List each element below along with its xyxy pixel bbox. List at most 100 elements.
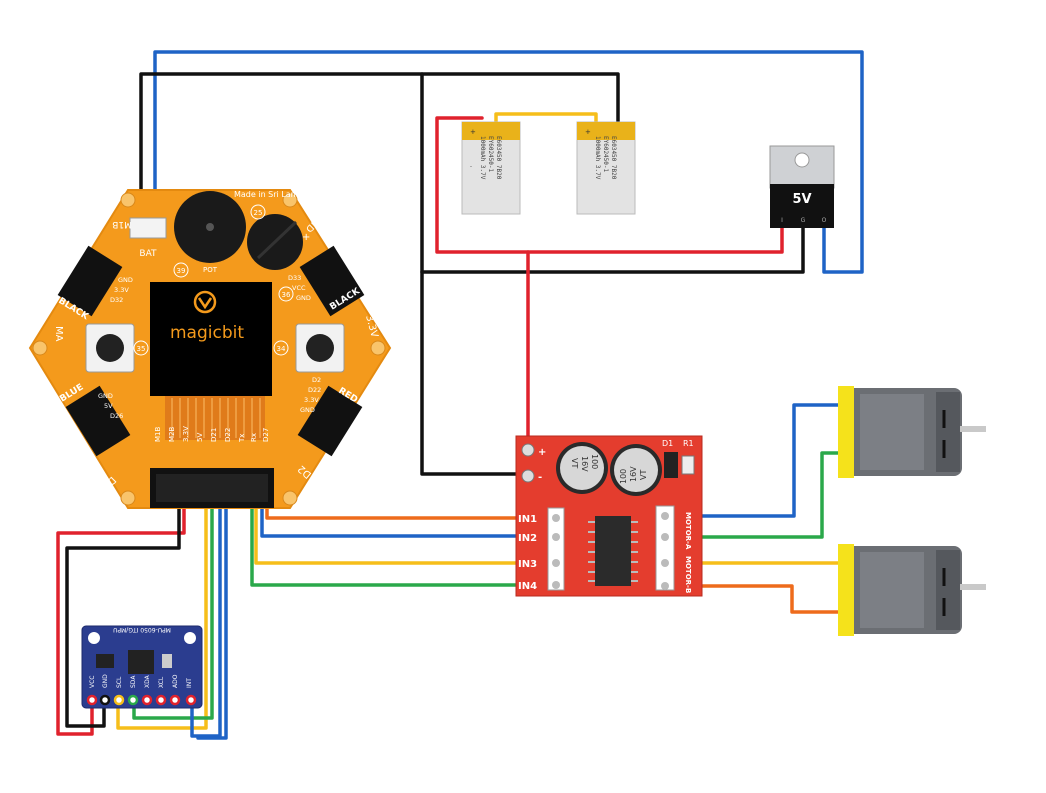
motor-b-label: MOTOR-B <box>684 556 692 593</box>
wire-green-motor-a <box>664 451 840 539</box>
header-pin-labels: M1B M2B 3.3V 5V D21 D22 Tx Rx D27 <box>154 426 270 443</box>
bat-connector <box>129 217 167 239</box>
pin-label: GND <box>296 294 311 302</box>
ma-label: MA <box>53 326 64 342</box>
pin-label: D2 <box>312 376 321 384</box>
dc-motor-b <box>838 544 986 636</box>
wire-black-bat <box>139 72 620 224</box>
regulator-pin-g: G <box>801 217 806 224</box>
battery-1-line1: E603450 7B20 <box>495 136 502 180</box>
motor-a-label: MOTOR-A <box>684 512 692 550</box>
capacitor-1-text: 16V <box>580 456 589 472</box>
capacitor-2-text: 100 <box>619 469 628 484</box>
driver-plus-label: + <box>538 447 546 458</box>
pin-label: 3.3V <box>304 396 319 404</box>
battery-2-line3: 1000mAh 3.7V <box>594 136 601 180</box>
driver-output-terminals <box>655 505 675 591</box>
wire-yellow-in3 <box>254 503 530 565</box>
input-label-in3: IN3 <box>518 559 537 570</box>
input-label-in2: IN2 <box>518 533 537 544</box>
svg-text:-: - <box>470 164 472 170</box>
mpu-pin-label: VCC <box>89 676 96 688</box>
capacitor-1-text: VT <box>570 458 579 468</box>
svg-text:+: + <box>585 128 591 136</box>
m1b-label: M1B <box>112 219 132 229</box>
header-pin-label: M1B <box>154 427 162 442</box>
capacitor-2-text: 16V <box>629 466 638 482</box>
wire-blue-in2 <box>260 503 530 538</box>
battery-2-line2: EY602450-1 <box>602 136 609 173</box>
battery-2-line1: E603450 7B20 <box>610 136 617 180</box>
connector-top-right <box>299 245 365 317</box>
connector-bottom-left <box>65 385 131 457</box>
voltage-regulator: 5V I G O <box>769 145 835 228</box>
wire-black-gnd <box>65 503 181 728</box>
wire-blue-bat <box>153 50 864 274</box>
input-label-in1: IN1 <box>518 514 537 525</box>
wire-blue-int <box>190 503 222 738</box>
pin-label: D26 <box>110 412 123 420</box>
pin-36: 36 <box>282 291 291 299</box>
header-pin-label: Rx <box>250 433 258 442</box>
pin-34: 34 <box>277 345 286 353</box>
mpu-chip <box>128 650 154 674</box>
d1-label: D1 <box>662 439 673 448</box>
motor-driver-board: + - 100 16V VT 100 16V VT D1 R1 <box>515 435 703 597</box>
mpu-pin-label: SDA <box>130 675 137 688</box>
header-pin-label: Tx <box>238 434 246 443</box>
wire-green-sda <box>132 503 214 720</box>
right-bottom-pins: D2 D22 3.3V GND <box>300 376 321 414</box>
wire-red-battery <box>435 116 784 254</box>
regulator-label: 5V <box>792 192 811 207</box>
wire-blue-motor-a <box>664 403 840 518</box>
right-top-pins: D33 VCC GND <box>288 274 311 302</box>
battery-2: + E603450 7B20 EY602450-1 1000mAh 3.7V <box>576 121 636 215</box>
mpu-pin-label: INT <box>186 678 193 688</box>
magicbit-logo-icon <box>193 290 217 314</box>
wire-blue-int-2 <box>196 503 228 740</box>
pin-label: VCC <box>292 284 306 292</box>
pin-label: 3.3V <box>114 286 129 294</box>
capacitor-1-text: 100 <box>590 454 599 469</box>
regulator-pin-o: O <box>822 217 827 224</box>
bat-label: BAT <box>139 249 157 259</box>
pin-label: GND <box>300 406 315 414</box>
magicbit-board: BAT M1B POT Made in Sri Lanka + 25 39 36… <box>28 189 392 509</box>
left-bottom-pins: GND 5V D26 <box>98 392 123 420</box>
magicbit-logo-text: magicbit <box>170 323 244 343</box>
driver-ic-chip <box>595 516 631 586</box>
battery-1: + - E603450 7B20 EY602450-1 1000mAh 3.7V <box>461 121 521 215</box>
pin-label: GND <box>118 276 133 284</box>
battery-1-line3: 1000mAh 3.7V <box>479 136 486 180</box>
pin-25: 25 <box>254 209 263 217</box>
header-pin-label: D21 <box>210 428 218 442</box>
mpu-title: MPU-6050 ITG/MPU <box>113 626 171 633</box>
mpu-pin-label: XDA <box>144 674 151 688</box>
r1-label: R1 <box>683 439 694 448</box>
wire-black-driver <box>420 72 527 476</box>
display-ribbon <box>165 396 265 440</box>
pin-39: 39 <box>177 267 186 275</box>
wire-yellow-scl <box>116 503 208 730</box>
pin-label: D22 <box>308 386 321 394</box>
pot-label: POT <box>203 266 218 274</box>
connector-bottom-right <box>297 385 363 457</box>
header-pin-label: D27 <box>262 428 270 442</box>
wires <box>56 50 864 740</box>
oled-display <box>150 282 272 396</box>
header-pin-label: M2B <box>168 427 176 442</box>
svg-text:+: + <box>302 232 310 243</box>
left-top-pins: GND 3.3V D32 <box>110 276 133 304</box>
wire-yellow-series <box>494 112 598 128</box>
mpu6050-module: MPU-6050 ITG/MPU VCC GND SCL SDA XDA XCL… <box>81 625 203 709</box>
pin-label: GND <box>98 392 113 400</box>
wire-orange-motor-b <box>664 584 840 614</box>
regulator-pin-i: I <box>781 217 783 224</box>
wire-black-regulator <box>420 226 805 274</box>
wire-green-in4 <box>250 503 530 587</box>
pin-35: 35 <box>137 345 146 353</box>
header-pin-label: D22 <box>224 428 232 442</box>
pin-label: 5V <box>104 402 113 410</box>
svg-text:+: + <box>470 128 476 136</box>
